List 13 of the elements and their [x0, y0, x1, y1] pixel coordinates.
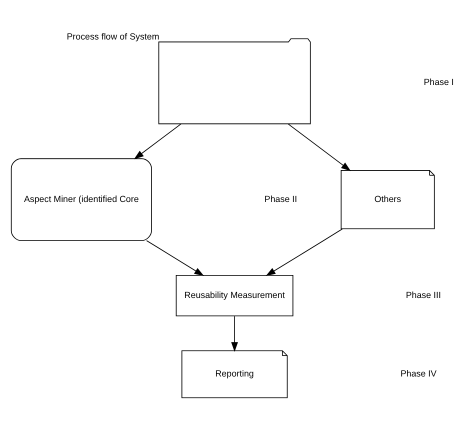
label: Phase II	[264, 193, 298, 204]
label: Phase III	[406, 289, 441, 300]
label: Phase IV	[400, 368, 437, 378]
label: Phase I	[424, 76, 454, 87]
node-box: Reusability Measurement	[176, 274, 294, 316]
arrow	[134, 123, 182, 159]
arrow	[231, 315, 238, 352]
node-box: Aspect Miner (identified Core	[10, 158, 152, 240]
arrow	[288, 123, 351, 171]
arrow	[146, 240, 204, 276]
node-picture	[158, 38, 311, 124]
arrow	[266, 228, 343, 276]
node-label: Process flow of System	[66, 30, 160, 41]
